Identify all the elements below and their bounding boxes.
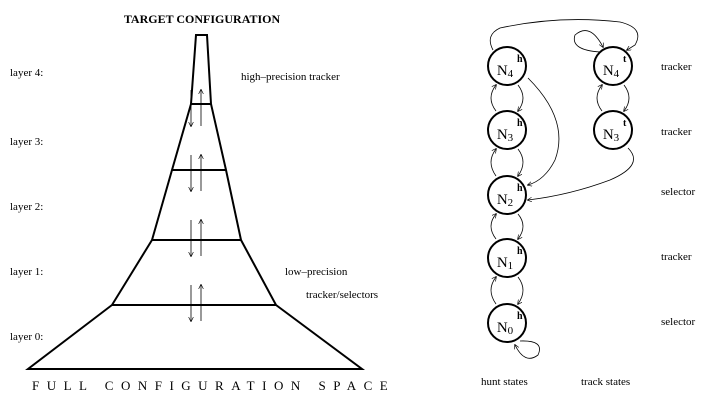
svg-text:N3: N3 <box>603 127 620 144</box>
target-configuration-title: TARGET CONFIGURATION <box>124 12 281 26</box>
high-precision-annotation: high–precision tracker <box>241 71 340 83</box>
svg-text:N4: N4 <box>497 63 514 80</box>
track-node-4: N4 t <box>593 46 633 86</box>
role-label-3: tracker <box>661 126 692 138</box>
svg-text:N2: N2 <box>497 192 513 209</box>
hunt-node-2: N2 h <box>487 175 527 215</box>
svg-text:N3: N3 <box>497 127 514 144</box>
role-label-4: tracker <box>661 61 692 73</box>
hunt-node-1: N1 h <box>487 238 527 278</box>
hunt-node-4: N4 h <box>487 46 527 86</box>
pyramid-outline <box>25 34 366 370</box>
svg-text:t: t <box>623 54 627 65</box>
svg-text:h: h <box>517 183 523 194</box>
layer-label-4: layer 4: <box>10 67 43 79</box>
svg-text:h: h <box>517 246 523 257</box>
layer-label-3: layer 3: <box>10 136 43 148</box>
svg-text:N4: N4 <box>603 63 620 80</box>
track-states-label: track states <box>581 376 630 388</box>
layer-label-2: layer 2: <box>10 201 43 213</box>
svg-text:t: t <box>623 118 627 129</box>
layer-label-0: layer 0: <box>10 331 43 343</box>
hunt-node-3: N3 h <box>487 110 527 150</box>
hunt-states-label: hunt states <box>481 376 528 388</box>
tracker-selectors-annotation: tracker/selectors <box>306 289 378 301</box>
svg-text:h: h <box>517 118 523 129</box>
layer-transition-arrows <box>191 90 201 321</box>
svg-text:h: h <box>517 311 523 322</box>
hunt-node-0: N0 h <box>487 303 527 343</box>
track-node-3: N3 t <box>593 110 633 150</box>
role-label-1: tracker <box>661 251 692 263</box>
role-label-2: selector <box>661 186 696 198</box>
svg-text:N0: N0 <box>497 320 514 337</box>
svg-text:N1: N1 <box>497 255 513 272</box>
role-label-0: selector <box>661 316 696 328</box>
svg-text:h: h <box>517 54 523 65</box>
layer-label-1: layer 1: <box>10 266 43 278</box>
full-configuration-space-label: FULL CONFIGURATION SPACE <box>32 378 395 393</box>
state-transitions <box>489 19 639 359</box>
low-precision-annotation: low–precision <box>285 266 348 278</box>
